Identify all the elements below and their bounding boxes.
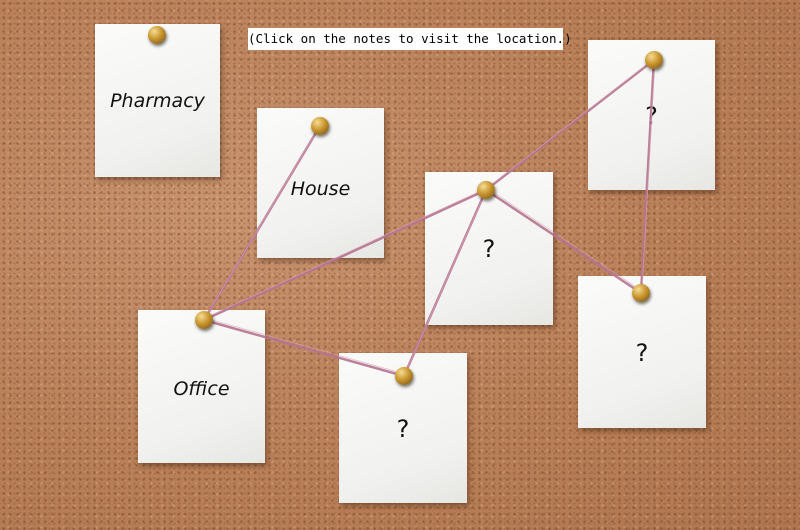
pin-pharmacy (148, 26, 166, 44)
note-pharmacy-label: Pharmacy (110, 90, 205, 112)
pin-house (311, 117, 329, 135)
note-unknown-center-label: ? (482, 235, 496, 263)
pin-bottom-center (395, 367, 413, 385)
note-office[interactable]: Office (138, 310, 265, 463)
instruction-caption: (Click on the notes to visit the locatio… (248, 28, 572, 50)
pin-office (195, 311, 213, 329)
pin-center (477, 181, 495, 199)
note-unknown-right-label: ? (635, 339, 649, 367)
note-unknown-top-right-label: ? (645, 102, 658, 130)
note-unknown-right[interactable]: ? (578, 276, 706, 428)
note-unknown-bottom-center-label: ? (396, 415, 410, 443)
note-house-label: House (290, 178, 351, 200)
pin-right (632, 284, 650, 302)
note-pharmacy[interactable]: Pharmacy (95, 24, 220, 177)
note-office-label: Office (173, 378, 230, 400)
pin-top-right (645, 51, 663, 69)
